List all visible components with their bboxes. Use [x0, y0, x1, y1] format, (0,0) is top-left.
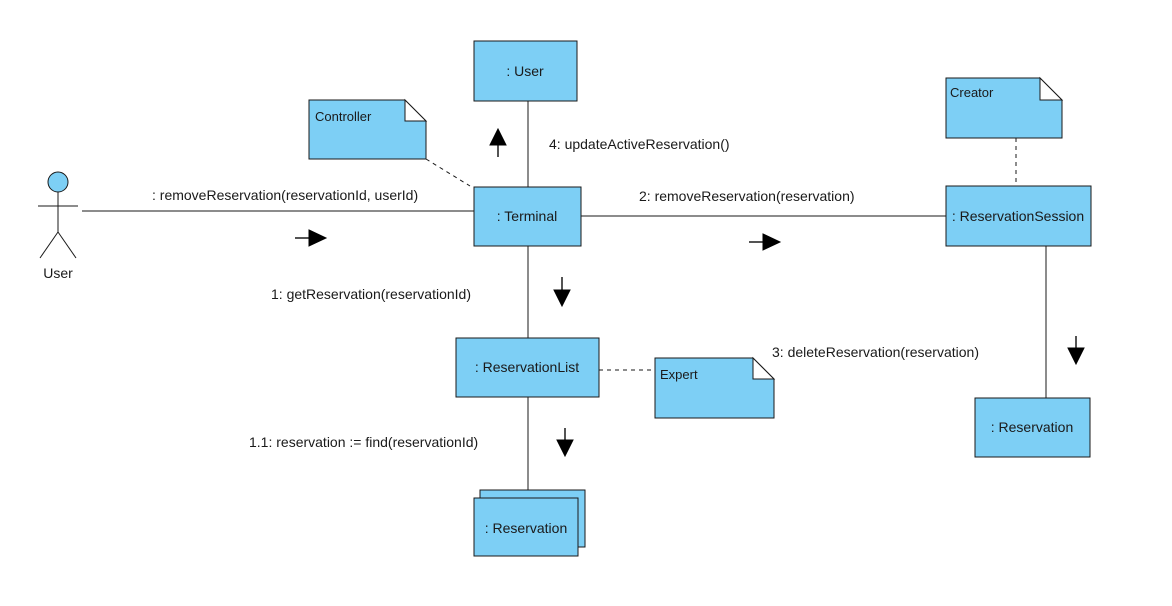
- actor-label: User: [43, 265, 73, 281]
- object-reservation-session-label: : ReservationSession: [952, 208, 1084, 224]
- object-reservation-list[interactable]: : ReservationList: [455, 337, 600, 398]
- arrow-down-icon: [556, 428, 574, 458]
- actor-user[interactable]: User: [38, 171, 78, 281]
- message-2-remove-reservation: 2: removeReservation(reservation): [639, 188, 855, 204]
- stick-figure-actor-icon: [38, 171, 78, 259]
- arrow-down-icon: [553, 277, 571, 308]
- note-expert-label: Expert: [660, 367, 698, 382]
- arrow-right-icon: [295, 229, 328, 247]
- object-reservation-session[interactable]: : ReservationSession: [945, 185, 1092, 247]
- note-controller[interactable]: Controller: [308, 98, 428, 160]
- note-expert[interactable]: Expert: [654, 356, 776, 419]
- object-terminal[interactable]: : Terminal: [473, 186, 582, 247]
- object-user[interactable]: : User: [473, 40, 578, 102]
- message-1-get-reservation: 1: getReservation(reservationId): [271, 286, 471, 302]
- arrow-down-icon: [1067, 336, 1085, 366]
- object-terminal-label: : Terminal: [497, 208, 557, 224]
- note-controller-label: Controller: [315, 109, 372, 124]
- arrow-up-icon: [489, 127, 507, 157]
- message-remove-reservation-actor: : removeReservation(reservationId, userI…: [152, 187, 418, 203]
- note-creator-label: Creator: [950, 85, 994, 100]
- object-reservation-single-label: : Reservation: [991, 419, 1073, 435]
- message-1-1-find: 1.1: reservation := find(reservationId): [249, 434, 478, 450]
- arrow-right-icon: [749, 233, 782, 251]
- object-reservation-list-label: : ReservationList: [475, 359, 579, 375]
- message-3-delete-reservation: 3: deleteReservation(reservation): [772, 344, 979, 360]
- note-creator[interactable]: Creator: [945, 76, 1064, 139]
- object-reservation-multi[interactable]: : Reservation: [473, 489, 586, 557]
- object-reservation-single[interactable]: : Reservation: [974, 397, 1091, 458]
- message-4-update-active-reservation: 4: updateActiveReservation(): [549, 136, 730, 152]
- anchor-controller-note: [425, 158, 471, 187]
- object-reservation-multi-label: : Reservation: [485, 520, 567, 536]
- object-user-label: : User: [506, 63, 544, 79]
